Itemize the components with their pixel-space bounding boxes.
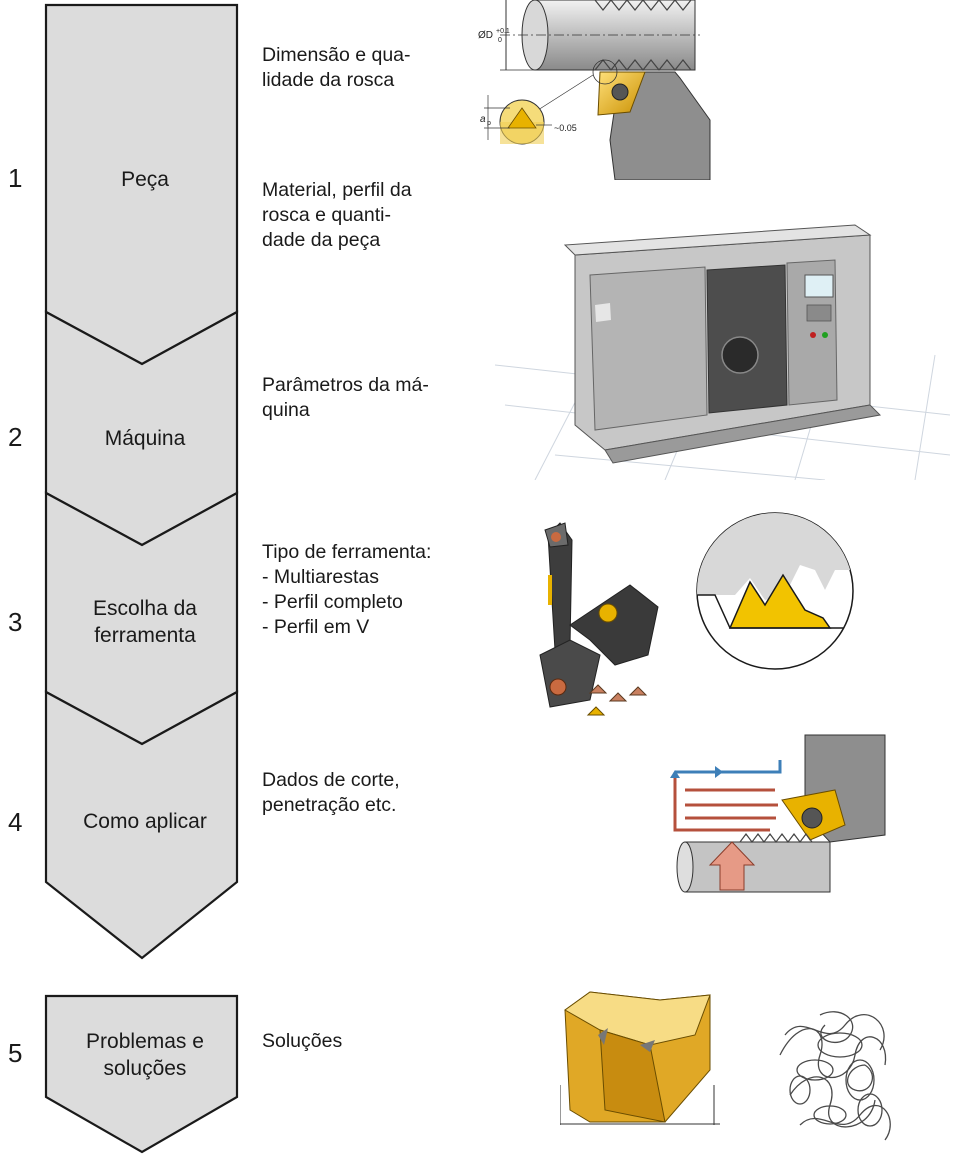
stage-label-workpiece: Peça — [121, 168, 169, 191]
stage-label-application: Como aplicar — [83, 810, 207, 833]
stage-arrow-5 — [44, 994, 239, 1154]
threading-tools-illustration — [539, 522, 659, 716]
step-number-5: 5 — [8, 1038, 23, 1068]
diameter-label: ØD — [478, 30, 493, 41]
desc-machine-parameters: Parâmetros da má- quina — [262, 374, 429, 421]
tolerance-upper-label: +0.1 — [496, 28, 510, 35]
step-number-2: 2 — [8, 422, 23, 452]
stage-label-machine: Máquina — [104, 427, 186, 450]
desc-cutting-data: Dados de corte, penetração etc. — [262, 769, 400, 816]
desc-workpiece-material: Material, perfil da rosca e quanti- dade… — [262, 179, 412, 251]
tolerance-lower-label: 0 — [498, 37, 502, 44]
cnc-lathe-illustration — [495, 224, 950, 480]
stage-label-troubleshooting: Problemas e soluções — [86, 1030, 204, 1080]
depth-subscript: p — [487, 120, 491, 127]
stage-arrow-4 — [44, 690, 239, 960]
step-number-3: 3 — [8, 607, 23, 637]
depth-label: a — [480, 114, 486, 125]
step-number-4: 4 — [8, 807, 23, 837]
insert-wear-illustration — [560, 991, 720, 1125]
clearance-label: ~0.05 — [554, 123, 577, 133]
application-coolant-illustration — [670, 734, 886, 893]
stage-label-tool-selection: Escolha da ferramenta — [93, 597, 197, 647]
chip-formation-illustration — [779, 1011, 891, 1141]
desc-tool-types: Tipo de ferramenta: - Multiarestas - Per… — [262, 541, 432, 638]
desc-thread-dimension: Dimensão e qua- lidade da rosca — [262, 44, 411, 91]
thread-profile-detail — [696, 512, 854, 670]
desc-solutions: Soluções — [262, 1030, 343, 1052]
step-number-1: 1 — [8, 163, 23, 193]
thread-dimension-drawing: ØD +0.1 0 a p ~0.05 — [478, 0, 711, 180]
